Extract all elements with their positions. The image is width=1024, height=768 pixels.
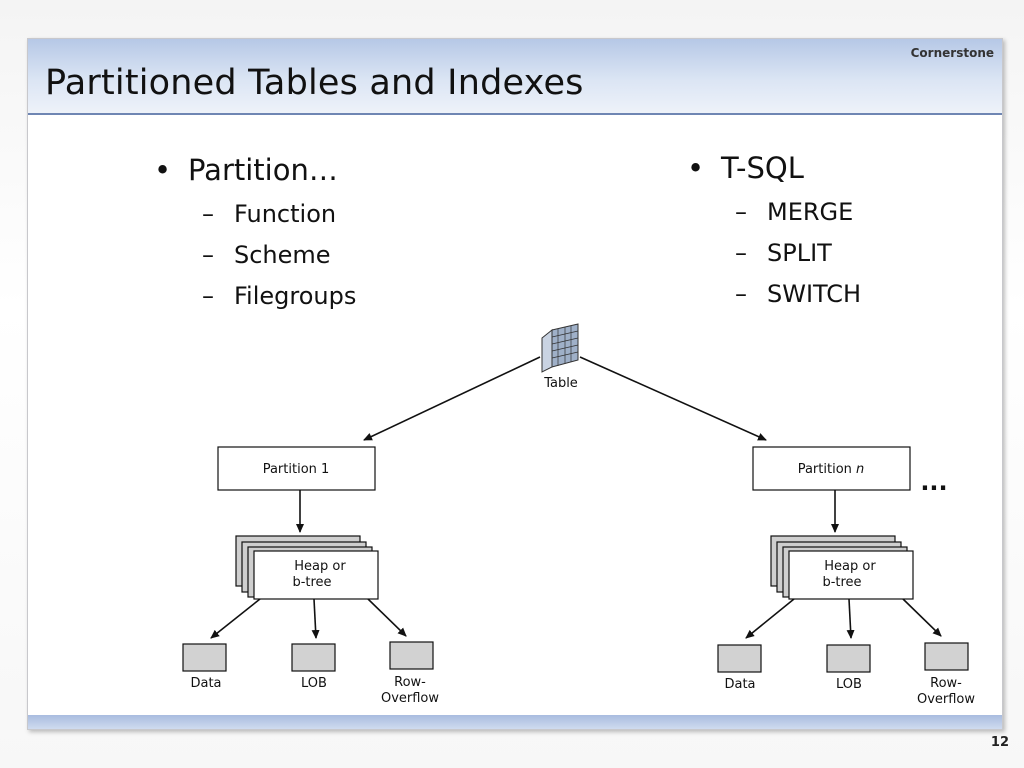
table-label: Table — [543, 376, 578, 391]
data-label: Data — [190, 676, 221, 691]
partition-1-box — [217, 446, 376, 491]
bullet-dot: • — [154, 153, 172, 187]
rowoverflow-label-line2: Overflow — [381, 691, 439, 706]
dash: – — [735, 239, 747, 267]
dash: – — [202, 200, 214, 228]
partition-n-label: Partition n — [798, 462, 865, 477]
rowoverflow-label-line1: Row- — [394, 675, 426, 690]
rowoverflow-box-1 — [389, 641, 434, 670]
heap-box-1 — [253, 550, 379, 600]
dash: – — [735, 280, 747, 308]
sub-bullet-text: Function — [234, 200, 337, 228]
sub-bullet-function: –Function — [154, 196, 356, 237]
bullet-text: T-SQL — [721, 151, 804, 185]
sub-bullet-scheme: –Scheme — [154, 237, 356, 278]
heap-label-line2: b-tree — [822, 575, 861, 590]
dash: – — [202, 241, 214, 269]
bullet-text: Partition… — [188, 153, 338, 187]
sub-bullet-text: Scheme — [234, 241, 331, 269]
sub-bullet-merge: –MERGE — [687, 194, 861, 235]
partition-bullet-list: •Partition… –Function –Scheme –Filegroup… — [154, 152, 356, 319]
bullet-partition: • Partition… — [154, 152, 356, 196]
rowoverflow-label-line2: Overflow — [917, 692, 975, 707]
table-icon — [541, 323, 579, 373]
partition-n-branch: Partition n ... Heap or b-tree Data LOB … — [717, 446, 975, 707]
bullet-tsql: • T-SQL — [687, 150, 861, 194]
data-box-1 — [182, 643, 227, 672]
slide-title: Partitioned Tables and Indexes — [45, 63, 584, 103]
partition-1-label: Partition 1 — [263, 462, 330, 477]
data-box-n — [717, 644, 762, 673]
sub-bullet-text: SPLIT — [767, 239, 832, 267]
heap-label-line2: b-tree — [292, 575, 331, 590]
sub-bullet-text: Filegroups — [234, 282, 357, 310]
arrow-to-partition-n — [579, 356, 767, 441]
heap-label-line1: Heap or — [294, 559, 346, 574]
ellipsis: ... — [920, 468, 947, 496]
sub-bullet-switch: –SWITCH — [687, 276, 861, 317]
heap-label-line1: Heap or — [824, 559, 876, 574]
brand-logo-text: Cornerstone — [910, 46, 994, 60]
partition-1-branch: Partition 1 Heap or b-tree Data LOB Row-… — [182, 446, 439, 706]
sub-bullet-text: MERGE — [767, 198, 854, 226]
lob-box-n — [826, 644, 871, 673]
arrow-to-partition-1 — [363, 356, 541, 441]
title-bar: Partitioned Tables and Indexes Cornersto… — [28, 39, 1002, 115]
dash: – — [202, 282, 214, 310]
slide: Partitioned Tables and Indexes Cornersto… — [27, 38, 1003, 730]
heap-box-n — [788, 550, 914, 600]
tsql-bullet-list: •T-SQL –MERGE –SPLIT –SWITCH — [687, 150, 861, 317]
lob-label: LOB — [836, 677, 862, 692]
rowoverflow-label-line1: Row- — [930, 676, 962, 691]
sub-bullet-split: –SPLIT — [687, 235, 861, 276]
bullet-dot: • — [687, 151, 705, 185]
sub-bullet-filegroups: –Filegroups — [154, 278, 356, 319]
data-label: Data — [724, 677, 755, 692]
footer-bar — [28, 715, 1002, 729]
dash: – — [735, 198, 747, 226]
page-number: 12 — [990, 735, 1009, 750]
partition-n-box — [752, 446, 911, 491]
sub-bullet-text: SWITCH — [767, 280, 862, 308]
lob-box-1 — [291, 643, 336, 672]
lob-label: LOB — [301, 676, 327, 691]
rowoverflow-box-n — [924, 642, 969, 671]
